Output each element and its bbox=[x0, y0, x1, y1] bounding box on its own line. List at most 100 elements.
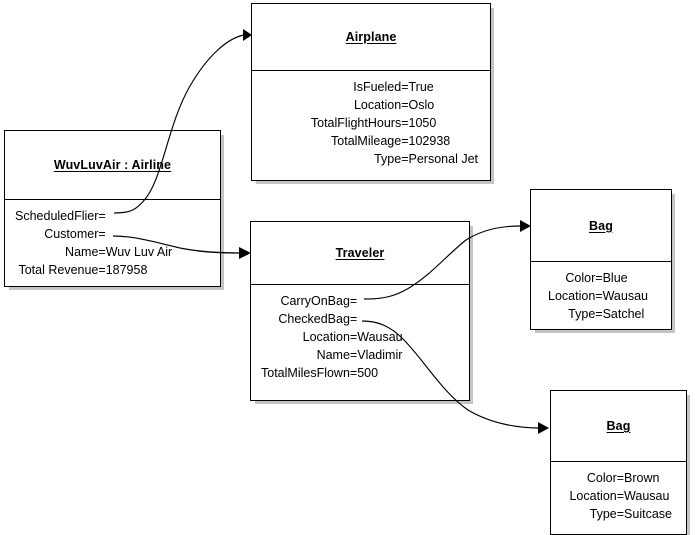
attribute-key: Type bbox=[589, 506, 617, 521]
attribute-key: TotalFlightHours bbox=[310, 115, 402, 130]
bag-carryon-attributes: Color = Blue Location = Wausau Type = Sa… bbox=[531, 262, 671, 329]
attribute-equals: = bbox=[349, 347, 358, 362]
attribute-row: Location = Wausau bbox=[261, 328, 403, 346]
attribute-row: TotalMilesFlown = 500 bbox=[261, 364, 403, 382]
attribute-equals: = bbox=[98, 226, 106, 241]
attribute-value bbox=[106, 207, 172, 225]
airline-attributes: ScheduledFlier = Customer = Name = Wuv L… bbox=[5, 200, 220, 285]
attribute-key: IsFueled bbox=[353, 79, 402, 94]
traveler-attributes: CarryOnBag = CheckedBag = Location = Wau… bbox=[251, 285, 469, 388]
attribute-key: Type bbox=[374, 151, 402, 166]
attribute-row: Name = Wuv Luv Air bbox=[15, 243, 172, 261]
attribute-row: IsFueled = True bbox=[311, 78, 478, 96]
attribute-value: Suitcase bbox=[624, 506, 672, 521]
bag-checked-header: Bag bbox=[551, 391, 686, 462]
attribute-equals: = bbox=[616, 470, 625, 485]
attribute-key: CarryOnBag bbox=[280, 293, 350, 308]
attribute-key: Type bbox=[568, 306, 596, 321]
attribute-row: TotalMileage = 102938 bbox=[311, 132, 478, 150]
attribute-row: Location = Wausau bbox=[569, 487, 672, 505]
attribute-equals: = bbox=[401, 151, 409, 166]
airplane-title: Airplane bbox=[345, 30, 397, 44]
attribute-key: Total Revenue bbox=[18, 262, 99, 277]
traveler-title: Traveler bbox=[335, 246, 385, 260]
attribute-row: CarryOnBag = bbox=[261, 292, 403, 310]
attribute-key: TotalMilesFlown bbox=[261, 365, 350, 380]
attribute-value: Personal Jet bbox=[408, 151, 478, 166]
attribute-key: Name bbox=[316, 347, 350, 362]
attribute-value bbox=[357, 310, 402, 328]
attribute-row: CheckedBag = bbox=[261, 310, 403, 328]
attribute-row: Type = Suitcase bbox=[569, 505, 672, 523]
attribute-value: Satchel bbox=[602, 306, 645, 321]
attribute-value: 1050 bbox=[408, 115, 437, 130]
attribute-value: Wausau bbox=[624, 488, 670, 503]
attribute-row: Type = Personal Jet bbox=[311, 150, 478, 168]
attribute-equals: = bbox=[349, 293, 358, 308]
attribute-row: Customer = bbox=[15, 225, 172, 243]
attribute-equals: = bbox=[595, 306, 603, 321]
attribute-value: 187958 bbox=[105, 262, 148, 277]
attribute-equals: = bbox=[349, 365, 358, 380]
attribute-key: Customer bbox=[44, 226, 99, 241]
attribute-key: ScheduledFlier bbox=[15, 208, 99, 223]
airplane-header: Airplane bbox=[252, 4, 490, 71]
attribute-value: Blue bbox=[602, 270, 628, 285]
attribute-row: Location = Oslo bbox=[311, 96, 478, 114]
object-box-airline[interactable]: WuvLuvAir : Airline ScheduledFlier = Cus… bbox=[4, 130, 221, 287]
object-box-bag-carryon[interactable]: Bag Color = Blue Location = Wausau Type … bbox=[530, 189, 672, 330]
attribute-row: Name = Vladimir bbox=[261, 346, 403, 364]
attribute-key: Name bbox=[65, 244, 99, 259]
attribute-equals: = bbox=[401, 79, 409, 94]
bag-carryon-header: Bag bbox=[531, 190, 671, 262]
attribute-equals: = bbox=[401, 115, 409, 130]
attribute-key: Location bbox=[353, 97, 402, 112]
attribute-key: CheckedBag bbox=[278, 311, 350, 326]
attribute-value: Oslo bbox=[408, 97, 435, 112]
attribute-key: Location bbox=[302, 329, 350, 344]
traveler-header: Traveler bbox=[251, 222, 469, 285]
attribute-equals: = bbox=[595, 288, 603, 303]
attribute-value bbox=[106, 225, 172, 243]
airline-title: WuvLuvAir : Airline bbox=[53, 158, 172, 172]
attribute-row: Color = Blue bbox=[548, 269, 648, 287]
attribute-key: Color bbox=[586, 470, 617, 485]
attribute-key: Location bbox=[569, 488, 617, 503]
bag-checked-attributes: Color = Brown Location = Wausau Type = S… bbox=[551, 462, 686, 529]
attribute-row: Total Revenue = 187958 bbox=[15, 261, 172, 279]
object-box-airplane[interactable]: Airplane IsFueled = True Location = Oslo… bbox=[251, 3, 491, 181]
attribute-key: TotalMileage bbox=[331, 133, 402, 148]
attribute-value: True bbox=[408, 79, 434, 94]
bag-carryon-title: Bag bbox=[589, 218, 613, 233]
attribute-equals: = bbox=[349, 311, 358, 326]
attribute-equals: = bbox=[616, 488, 625, 503]
attribute-row: Color = Brown bbox=[569, 469, 672, 487]
attribute-value: Wausau bbox=[602, 288, 648, 303]
attribute-equals: = bbox=[616, 506, 625, 521]
object-box-traveler[interactable]: Traveler CarryOnBag = CheckedBag = Locat… bbox=[250, 221, 470, 401]
airplane-attributes: IsFueled = True Location = Oslo TotalFli… bbox=[252, 71, 490, 174]
attribute-equals: = bbox=[401, 97, 409, 112]
attribute-key: Color bbox=[565, 270, 596, 285]
bag-checked-title: Bag bbox=[606, 419, 631, 433]
attribute-value: Wuv Luv Air bbox=[105, 244, 173, 259]
attribute-equals: = bbox=[595, 270, 603, 285]
attribute-row: Type = Satchel bbox=[548, 305, 648, 323]
attribute-equals: = bbox=[349, 329, 358, 344]
airline-header: WuvLuvAir : Airline bbox=[5, 131, 220, 200]
attribute-equals: = bbox=[401, 133, 409, 148]
attribute-row: ScheduledFlier = bbox=[15, 207, 172, 225]
attribute-equals: = bbox=[98, 244, 106, 259]
attribute-value: 500 bbox=[357, 365, 379, 380]
attribute-value: Brown bbox=[624, 470, 660, 485]
attribute-equals: = bbox=[98, 208, 106, 223]
object-box-bag-checked[interactable]: Bag Color = Brown Location = Wausau Type… bbox=[550, 390, 687, 535]
attribute-value: Vladimir bbox=[357, 347, 403, 362]
attribute-value: 102938 bbox=[408, 133, 451, 148]
attribute-value: Wausau bbox=[357, 329, 403, 344]
attribute-key: Location bbox=[548, 288, 596, 303]
attribute-value bbox=[357, 292, 402, 310]
attribute-row: TotalFlightHours = 1050 bbox=[311, 114, 478, 132]
attribute-equals: = bbox=[98, 262, 106, 277]
